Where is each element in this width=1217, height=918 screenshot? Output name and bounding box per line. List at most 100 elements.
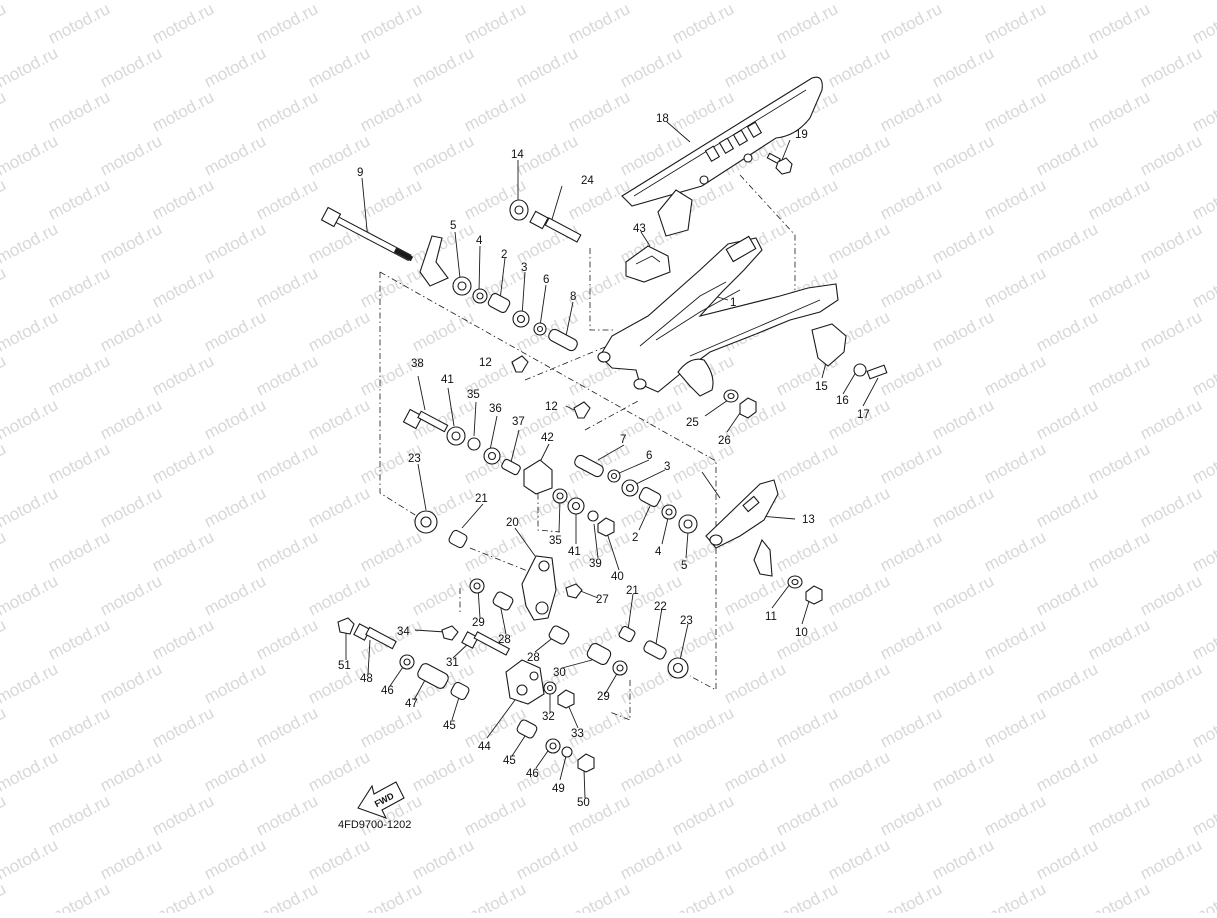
pivot-bracket [419, 235, 449, 287]
watermark-text: motod.ru [1085, 879, 1153, 913]
watermark-text: motod.ru [721, 43, 789, 91]
watermark-text: motod.ru [357, 703, 425, 751]
watermark-text: motod.ru [149, 0, 217, 48]
watermark-text: motod.ru [1137, 747, 1205, 795]
callout-label: 49 [552, 783, 565, 795]
lower-bearing-stack [469, 578, 689, 679]
watermark-text: motod.ru [877, 791, 945, 839]
watermark-text: motod.ru [929, 43, 997, 91]
watermark-text: motod.ru [149, 175, 217, 223]
callout-label: 39 [589, 558, 602, 570]
callout-label: 7 [620, 434, 626, 446]
callout-label: 46 [381, 685, 394, 697]
callout-label: 45 [443, 720, 456, 732]
callout-label: 5 [681, 560, 687, 572]
watermark-text: motod.ru [1085, 0, 1153, 48]
watermark-text: motod.ru [565, 791, 633, 839]
watermark-text: motod.ru [1033, 571, 1101, 619]
watermark-text: motod.ru [877, 263, 945, 311]
watermark-text: motod.ru [1033, 747, 1101, 795]
watermark-text: motod.ru [825, 219, 893, 267]
watermark-text: motod.ru [981, 615, 1049, 663]
watermark-text: motod.ru [929, 395, 997, 443]
callout-label: 44 [478, 741, 491, 753]
chain-guard [621, 76, 823, 237]
watermark-text: motod.ru [149, 527, 217, 575]
watermark-text: motod.ru [981, 87, 1049, 135]
watermark-text: motod.ru [0, 615, 9, 663]
watermark-text: motod.ru [617, 747, 685, 795]
watermark-text: motod.ru [253, 351, 321, 399]
axle-plate-assembly [811, 323, 888, 380]
watermark-text: motod.ru [0, 835, 61, 883]
fwd-arrow: FWD [357, 781, 405, 819]
watermark-text: motod.ru [929, 747, 997, 795]
watermark-text: motod.ru [981, 351, 1049, 399]
watermark-text: motod.ru [409, 0, 477, 4]
watermark-text: motod.ru [97, 307, 165, 355]
callout-label: 2 [501, 249, 507, 261]
watermark-text: motod.ru [773, 703, 841, 751]
watermark-text: motod.ru [201, 43, 269, 91]
watermark-text: motod.ru [929, 219, 997, 267]
callout-label: 32 [542, 711, 555, 723]
assembly-lines [379, 174, 796, 721]
watermark-text: motod.ru [773, 879, 841, 913]
watermark-text: motod.ru [1085, 527, 1153, 575]
callout-label: 33 [571, 728, 584, 740]
callout-label: 51 [338, 660, 351, 672]
watermark-text: motod.ru [0, 0, 9, 48]
watermark-text: motod.ru [253, 263, 321, 311]
watermark-text: motod.ru [981, 703, 1049, 751]
callout-label: 16 [836, 395, 849, 407]
watermark-text: motod.ru [45, 879, 113, 913]
watermark-text: motod.ru [1033, 483, 1101, 531]
watermark-text: motod.ru [0, 351, 9, 399]
watermark-text: motod.ru [253, 703, 321, 751]
watermark-text: motod.ru [721, 571, 789, 619]
watermark-text: motod.ru [0, 131, 61, 179]
callout-label: 21 [626, 585, 639, 597]
watermark-text: motod.ru [1137, 307, 1205, 355]
callout-label: 34 [397, 626, 410, 638]
callout-label: 6 [646, 450, 652, 462]
callout-label: 31 [446, 657, 459, 669]
watermark-text: motod.ru [825, 0, 893, 4]
callout-label: 37 [512, 416, 525, 428]
watermark-text: motod.ru [1085, 87, 1153, 135]
watermark-text: motod.ru [1033, 0, 1101, 4]
watermark-text: motod.ru [1137, 483, 1205, 531]
watermark-text: motod.ru [305, 43, 373, 91]
watermark-text: motod.ru [877, 87, 945, 135]
watermark-text: motod.ru [253, 439, 321, 487]
callout-label: 45 [503, 755, 516, 767]
watermark-text: motod.ru [45, 703, 113, 751]
callout-label: 4 [655, 546, 662, 558]
watermark-text: motod.ru [981, 175, 1049, 223]
watermark-text: motod.ru [669, 703, 737, 751]
watermark-text: motod.ru [877, 0, 945, 48]
watermark-text: motod.ru [1137, 571, 1205, 619]
lower-right-stack [516, 719, 595, 773]
watermark-text: motod.ru [929, 307, 997, 355]
callout-label: 30 [553, 667, 566, 679]
watermark-text: motod.ru [1085, 703, 1153, 751]
watermark-text: motod.ru [97, 747, 165, 795]
pivot-stack-right [574, 454, 698, 534]
callout-label: 50 [577, 797, 590, 809]
watermark-text: motod.ru [0, 791, 9, 839]
watermark-text: motod.ru [877, 615, 945, 663]
watermark-text: motod.ru [97, 571, 165, 619]
watermark-text: motod.ru [149, 879, 217, 913]
watermark-text: motod.ru [149, 351, 217, 399]
callout-label: 26 [718, 435, 731, 447]
watermark-text: motod.ru [0, 659, 61, 707]
callout-label: 1 [730, 297, 736, 309]
watermark-text: motod.ru [305, 571, 373, 619]
watermark-text: motod.ru [1085, 439, 1153, 487]
watermark-text: motod.ru [201, 307, 269, 355]
watermark-text: motod.ru [1033, 835, 1101, 883]
watermark-text: motod.ru [97, 835, 165, 883]
callout-label: 47 [405, 698, 418, 710]
